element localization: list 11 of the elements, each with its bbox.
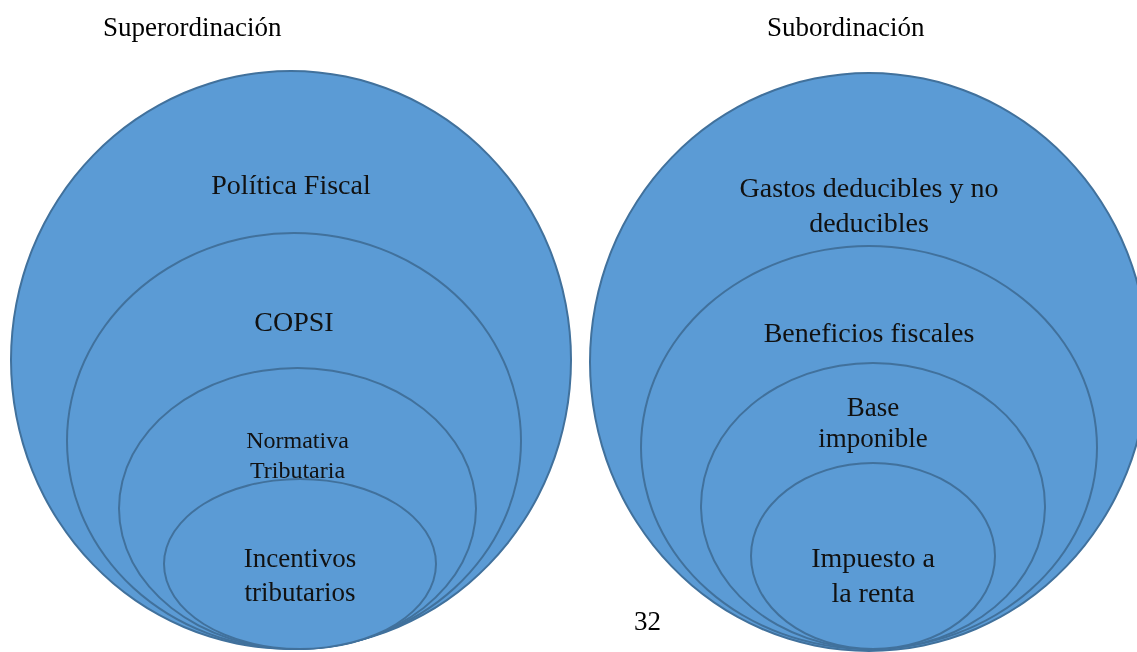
ellipse-label: COPSI xyxy=(253,305,335,339)
ellipse-label: Normativa Tributaria xyxy=(245,426,350,485)
section-heading: Superordinación xyxy=(103,12,282,43)
section-heading: Subordinación xyxy=(767,12,925,43)
ellipse-label: Beneficios fiscales xyxy=(762,316,976,350)
ellipse-label: Impuesto a la renta xyxy=(810,541,936,610)
ellipse-label: Política Fiscal xyxy=(210,168,372,202)
ellipse-label: Gastos deducibles y no deducibles xyxy=(738,171,1000,240)
page-number: 32 xyxy=(634,606,661,637)
ellipse-label: Incentivos tributarios xyxy=(242,542,358,609)
ellipse-label: Base imponible xyxy=(817,392,929,455)
